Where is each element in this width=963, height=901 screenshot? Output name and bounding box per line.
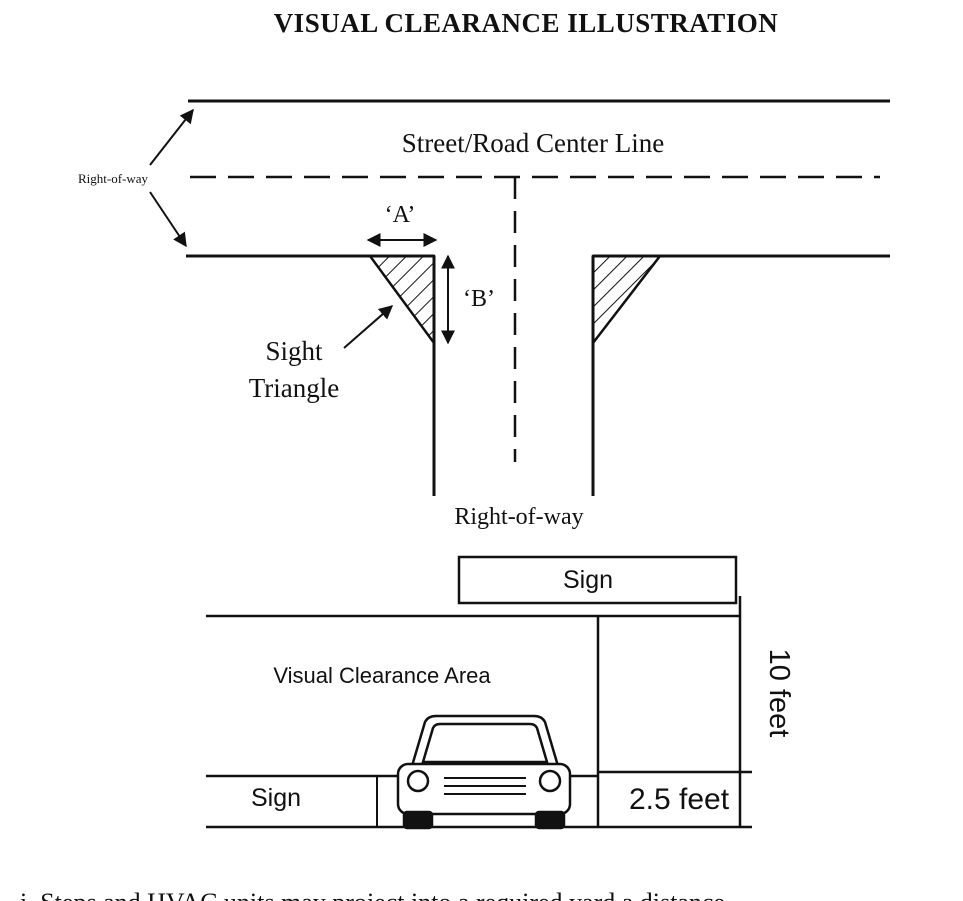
footer-text: i. Steps and HVAC units may project into… [20,888,725,901]
visual-clearance-area-label: Visual Clearance Area [273,663,491,688]
right-of-way-arrow-up [149,108,194,166]
dimension-a-label: ‘A’ [385,202,416,228]
sight-triangle-left [367,254,436,347]
sight-triangle-label-line2: Triangle [249,373,340,403]
right-of-way-left-label: Right-of-way [78,171,149,186]
sign-top-box [457,555,738,605]
right-of-way-bottom-label: Right-of-way [454,504,583,530]
sign-bottom-label: Sign [251,784,301,812]
dimension-b-label: ‘B’ [463,286,495,312]
plan-view: Street/Road Center Line Right-of-way ‘A’… [78,99,890,530]
elevation-view: Sign Visual Clearance Area 10 feet Sign … [206,555,795,830]
center-line-label: Street/Road Center Line [402,128,664,158]
ten-feet-label: 10 feet [763,649,795,738]
diagram-title: VISUAL CLEARANCE ILLUSTRATION [274,8,779,38]
car-icon [396,714,572,830]
sign-top-label: Sign [563,566,613,594]
sight-triangle-label-line1: Sight [265,336,323,366]
sight-triangle-arrow [343,305,394,349]
sight-triangle-right [591,254,663,347]
right-of-way-arrow-down [149,191,187,248]
two-point-five-feet-label: 2.5 feet [629,783,730,816]
